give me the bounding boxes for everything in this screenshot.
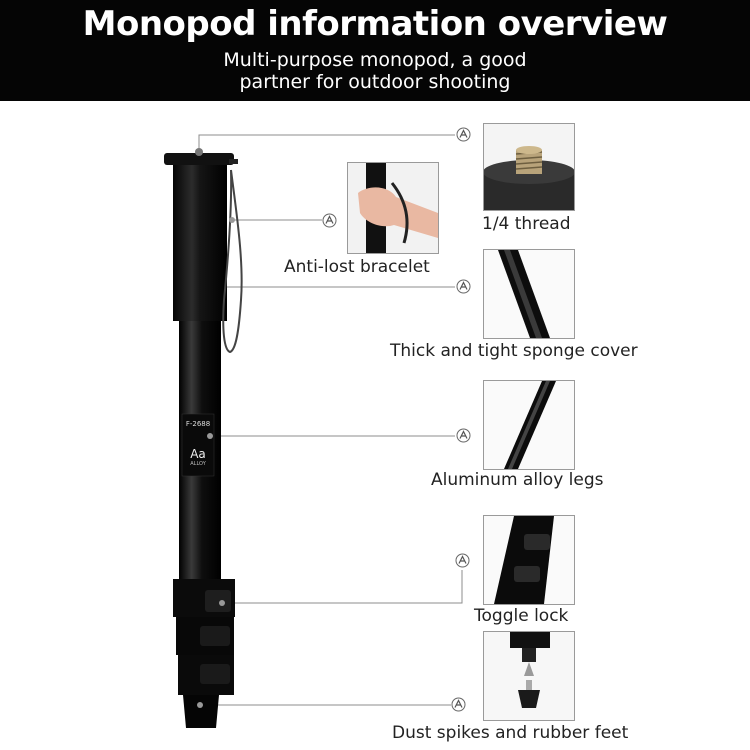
legs-photo [483,380,575,470]
thread-photo [483,123,575,211]
leader-lines [198,134,463,706]
label-bracelet: Anti-lost bracelet [284,257,430,277]
bracelet-photo [347,162,439,254]
subtitle-line-2: partner for outdoor shooting [239,71,511,93]
feet-photo [483,631,575,721]
sponge-photo [483,249,575,339]
label-legs: Aluminum alloy legs [431,470,604,490]
model-text: F-2688 [186,420,210,428]
subtitle-line-1: Multi-purpose monopod, a good [223,49,527,71]
page-title: Monopod information overview [82,4,668,44]
brand-letters: Aa [190,447,206,461]
toggle-photo [483,515,575,605]
label-feet: Dust spikes and rubber feet [392,723,629,743]
label-toggle: Toggle lock [474,606,569,626]
label-thread: 1/4 thread [482,214,571,234]
marker-a-feet-icon [451,697,466,712]
marker-a-bracelet-icon [322,213,337,228]
marker-a-sponge-icon [456,279,471,294]
marker-a-thread-icon [456,127,471,142]
material-text: ALLOY [190,461,206,467]
marker-a-legs-icon [456,428,471,443]
header-banner: Monopod information overview Multi-purpo… [0,0,750,101]
marker-a-toggle-icon [455,553,470,568]
label-sponge: Thick and tight sponge cover [390,341,638,361]
